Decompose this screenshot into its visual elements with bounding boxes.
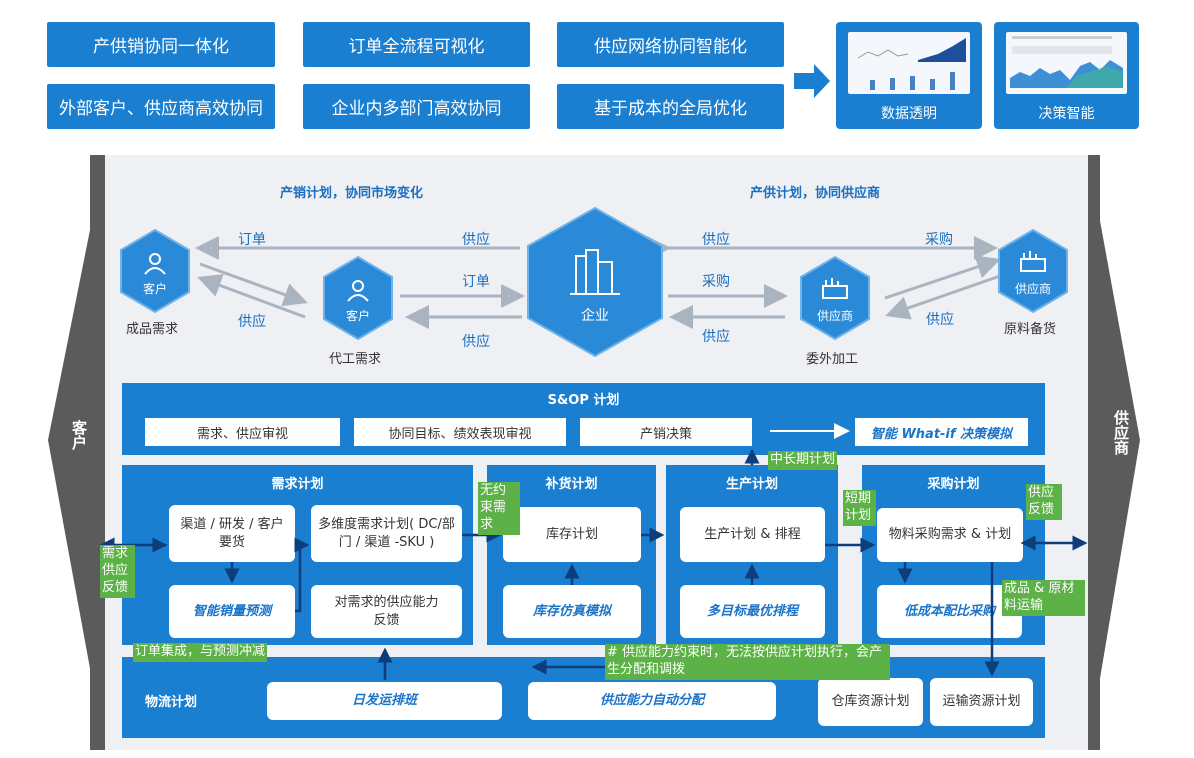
sop-item-goals: 协同目标、绩效表现审视: [354, 418, 566, 446]
caption-raw-material: 原料备货: [1004, 322, 1057, 337]
feature-internal-collab: 企业内多部门高效协同: [303, 84, 530, 129]
node-supplier-2: 供应商: [1014, 282, 1051, 296]
label-purchase: 采购: [925, 232, 953, 248]
caption-finished-demand: 成品需求: [126, 322, 179, 337]
note-order-integration: 订单集成，与预测冲减: [133, 643, 268, 662]
title-supply-plan: 产供计划，协同供应商: [750, 186, 881, 201]
transport-resource-box: 运输资源计划: [930, 678, 1033, 726]
title-sales-plan: 产销计划，协同市场变化: [280, 186, 424, 201]
dashboard-thumbnail: [1006, 32, 1127, 94]
caption-outsourcing: 委外加工: [806, 352, 859, 367]
label-supply: 供应: [462, 334, 490, 350]
inventory-simulation-box: 库存仿真模拟: [503, 585, 641, 638]
sop-item-review: 需求、供应审视: [145, 418, 340, 446]
node-enterprise: 企业: [581, 308, 609, 324]
sop-item-decision: 产销决策: [580, 418, 752, 446]
material-purchase-box: 物料采购需求 & 计划: [877, 508, 1023, 562]
daily-shipping-box: 日发运排班: [267, 682, 502, 720]
replenish-title: 补货计划: [545, 477, 598, 492]
feature-cost-optimization: 基于成本的全局优化: [557, 84, 784, 129]
feature-order-visibility: 订单全流程可视化: [303, 22, 530, 67]
node-customer-2: 客户: [345, 309, 370, 323]
inventory-plan-box: 库存计划: [503, 507, 641, 562]
note-mid-long-term: 中长期计划: [768, 451, 838, 470]
label-supply: 供应: [462, 232, 490, 248]
side-label-supplier: 供应商: [1112, 410, 1130, 455]
card-label: 决策智能: [1038, 106, 1095, 122]
note-capacity-constraint: # 供应能力约束时，无法按供应计划执行，会产生分配和调拨: [605, 644, 890, 680]
purchase-title: 采购计划: [927, 477, 980, 492]
card-decision-intelligence: 决策智能: [994, 22, 1139, 129]
node-customer-1: 客户: [142, 282, 167, 296]
note-transport: 成品 & 原材料运输: [1002, 580, 1085, 616]
label-order: 订单: [238, 232, 266, 248]
node-supplier-1: 供应商: [816, 309, 853, 323]
label-supply: 供应: [926, 312, 954, 328]
note-supply-feedback: 供应反馈: [1026, 484, 1062, 520]
capacity-feedback-box: 对需求的供应能力反馈: [311, 585, 462, 638]
caption-oem-demand: 代工需求: [329, 352, 382, 367]
feature-network-intelligence: 供应网络协同智能化: [557, 22, 784, 67]
low-cost-purchase-box: 低成本配比采购: [877, 585, 1022, 638]
label-supply: 供应: [702, 329, 730, 345]
label-purchase: 采购: [702, 274, 730, 290]
channel-demand-box: 渠道 / 研发 / 客户要货: [169, 505, 295, 562]
optimal-schedule-box: 多目标最优排程: [680, 585, 825, 638]
capacity-allocation-box: 供应能力自动分配: [528, 682, 776, 720]
label-supply: 供应: [702, 232, 730, 248]
sop-title: S&OP 计划: [547, 393, 620, 408]
note-unconstrained-demand: 无约束需求: [478, 482, 520, 535]
sales-forecast-box: 智能销量预测: [169, 585, 295, 638]
whatif-simulation: 智能 What-if 决策模拟: [855, 418, 1028, 446]
side-label-customer: 客户: [70, 420, 88, 450]
production-schedule-box: 生产计划 & 排程: [680, 507, 825, 562]
note-short-term: 短期计划: [843, 490, 876, 526]
feature-external-collab: 外部客户、供应商高效协同: [47, 84, 275, 129]
multi-dim-demand-box: 多维度需求计划( DC/部门 / 渠道 -SKU ): [311, 505, 462, 562]
demand-title: 需求计划: [271, 477, 324, 492]
dashboard-thumbnail: [848, 32, 970, 94]
card-data-transparency: 数据透明: [836, 22, 982, 129]
logistics-title: 物流计划: [145, 695, 198, 710]
feature-sop-integration: 产供销协同一体化: [47, 22, 275, 67]
note-demand-supply-feedback: 需求供应反馈: [100, 545, 135, 598]
label-order: 订单: [462, 274, 490, 290]
production-title: 生产计划: [725, 477, 778, 492]
card-label: 数据透明: [881, 106, 937, 122]
warehouse-resource-box: 仓库资源计划: [818, 678, 923, 726]
label-supply: 供应: [238, 314, 266, 330]
